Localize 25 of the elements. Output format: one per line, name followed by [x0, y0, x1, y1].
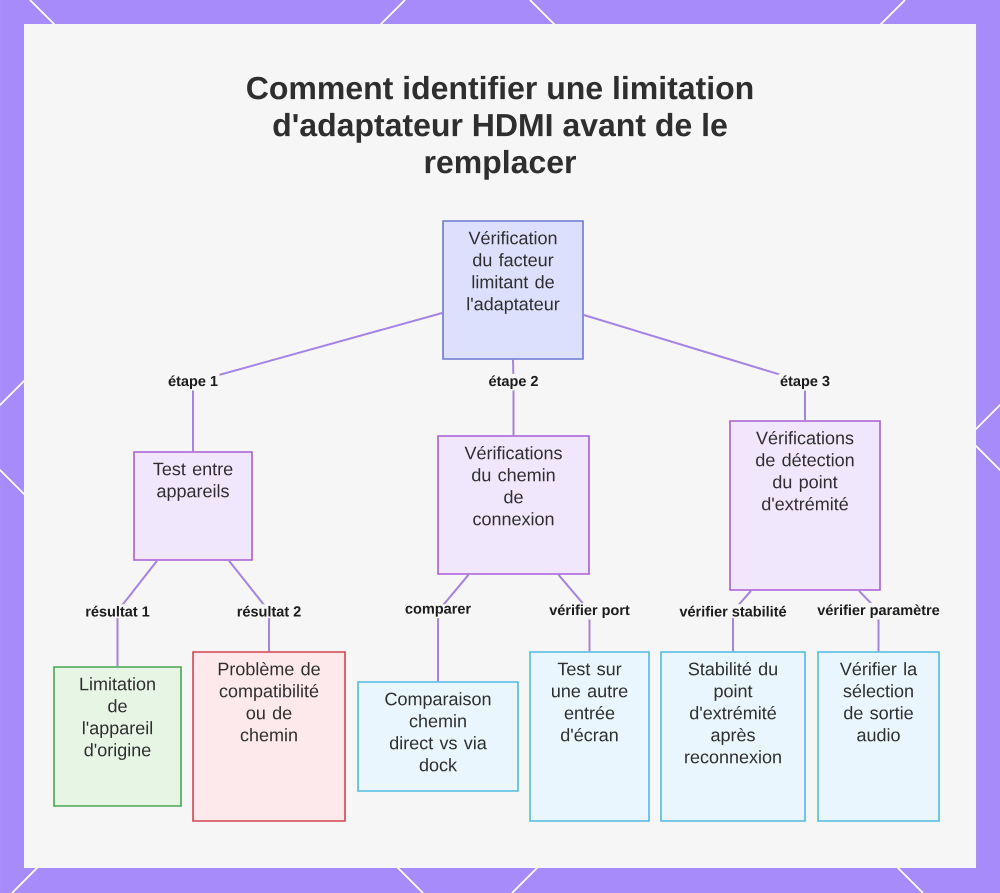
connector-line [584, 314, 806, 420]
step-box: Vérifications de détection du point d'extrémité [729, 420, 881, 591]
connector-line [192, 312, 442, 452]
result-box: Test sur une autre entrée d'écran [529, 651, 650, 822]
edge-label: résultat 2 [235, 604, 303, 618]
edge-label: étape 2 [487, 374, 540, 391]
step-box: Test entre appareils [133, 451, 253, 561]
edge-label: résultat 1 [84, 604, 152, 618]
result-box: Stabilité du point d'extrémité après reconnexion [660, 651, 806, 822]
edge-label: vérifier port [548, 602, 632, 620]
title: Comment identifier une limitation d'adaptateur HDMI avant de le remplacer [247, 76, 752, 180]
edge-label: étape 3 [778, 374, 832, 391]
step-box: Vérifications du chemin de connexion [437, 435, 590, 575]
result-box: Vérifier la sélection de sortie audio [817, 651, 940, 822]
edge-label: vérifier paramètre [816, 602, 942, 620]
edge-label: étape 1 [166, 374, 220, 391]
result-box: Comparaison chemin direct vs via dock [357, 681, 519, 792]
connector-line [116, 560, 158, 666]
edge-label: comparer [403, 604, 473, 618]
result-box: Limitation de l'appareil d'origine [53, 666, 182, 807]
connector-line [437, 574, 470, 682]
result-box: Problème de compatibilité ou de chemin [192, 651, 346, 822]
root-box: Vérification du facteur limitant de l'adaptateur [442, 220, 584, 360]
edge-label: vérifier stabilité [678, 604, 788, 618]
connector-line [228, 560, 270, 652]
